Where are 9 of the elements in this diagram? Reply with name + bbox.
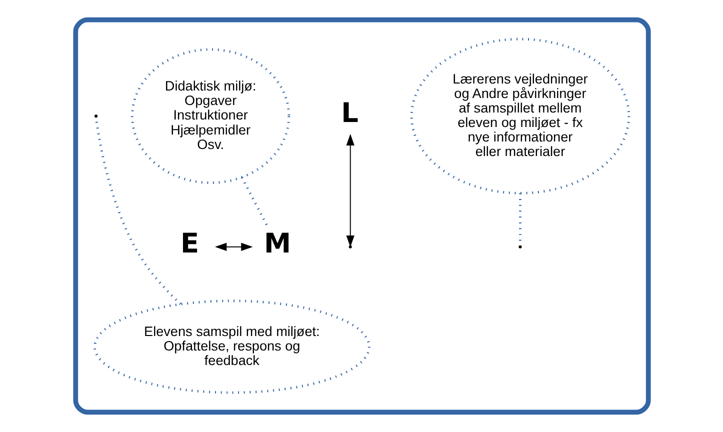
node-ellipse: Lærerens vejledninger og Andre påvirkninger af samspillet mellem eleven og miljøet - fx nye informationer eller materialer <box>410 38 630 194</box>
node-ellipse: Elevens samspil med miljøet: Opfattelse, respons og feedback <box>93 300 370 394</box>
node-text: L <box>340 98 358 129</box>
arrow <box>214 242 252 251</box>
node-text: M <box>263 228 290 260</box>
arrow <box>346 134 354 248</box>
node-ellipse: Didaktisk miljø: Opgaver Instruktioner Hjælpemidler Osv. <box>130 48 290 184</box>
cluster <box>72 17 650 415</box>
node-text: E <box>180 228 199 260</box>
